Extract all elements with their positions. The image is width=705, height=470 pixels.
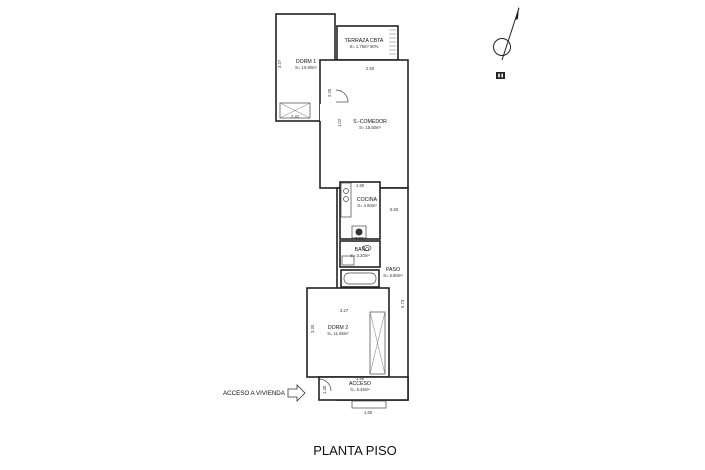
access-arrow-icon [287,384,306,402]
terraza-room: TERRAZA CBTA S= 1.75m² 50% [336,25,399,61]
dim-label: 1.90 [356,183,365,188]
dim-label: 2.60 [366,66,375,71]
paso-area: S= 6.80m² [383,273,403,278]
bano-area: S= 3.20m² [350,253,370,258]
cocina-name: COCINA [357,197,378,203]
terraza-area: S= 1.75m² 50% [350,44,379,49]
access-label: ACCESO A VIVIENDA [223,390,286,397]
dim-label: 3.30 [310,324,315,333]
dim-label: 2.25 [327,88,332,97]
comedor-area: S= 15.50m² [359,125,381,130]
north-arrow-icon [493,6,520,79]
dim-label: 3.90 [356,376,365,381]
dim-label: 2.41 [291,114,300,119]
dimension-labels: 3.37 2.41 2.25 2.60 1.02 1.90 5.60 0.80 … [277,59,405,415]
bano-room: BAÑO S= 3.20m² [339,240,381,268]
dim-label: 5.60 [390,207,399,212]
dorm2-area: S= 11.65m² [327,331,349,336]
dim-label: 1.30 [322,385,327,394]
dim-label: 1.60 [364,410,373,415]
dim-label: 3.27 [340,308,349,313]
acceso-area: S= 5.45m² [350,387,370,392]
comedor-name: S.-COMEDOR [353,119,387,125]
terraza-name: TERRAZA CBTA [345,38,384,44]
paso-name: PASO [386,267,400,273]
salon-comedor-room: S.-COMEDOR S= 15.50m² [319,59,409,189]
dim-label: 3.37 [277,59,282,68]
dim-label: 6.73 [400,299,405,308]
bathtub [340,269,380,288]
dorm2-room: DORM 2 S= 11.65m² [306,287,390,378]
acceso-name: ACCESO [349,381,371,387]
dorm2-name: DORM 2 [328,325,348,331]
dim-label: 1.02 [337,118,342,127]
cocina-area: S= 4.60m² [357,203,377,208]
dorm1-name: DORM 1 [296,59,316,65]
drawing-title: PLANTA PISO [313,443,397,458]
bano-name: BAÑO [355,246,370,253]
dim-label: 0.80 [355,236,364,241]
dorm1-area: S= 10.90m² [295,65,317,70]
cocina-room: COCINA S= 4.60m² [339,181,381,240]
acceso-room: ACCESO S= 5.45m² [318,376,409,409]
